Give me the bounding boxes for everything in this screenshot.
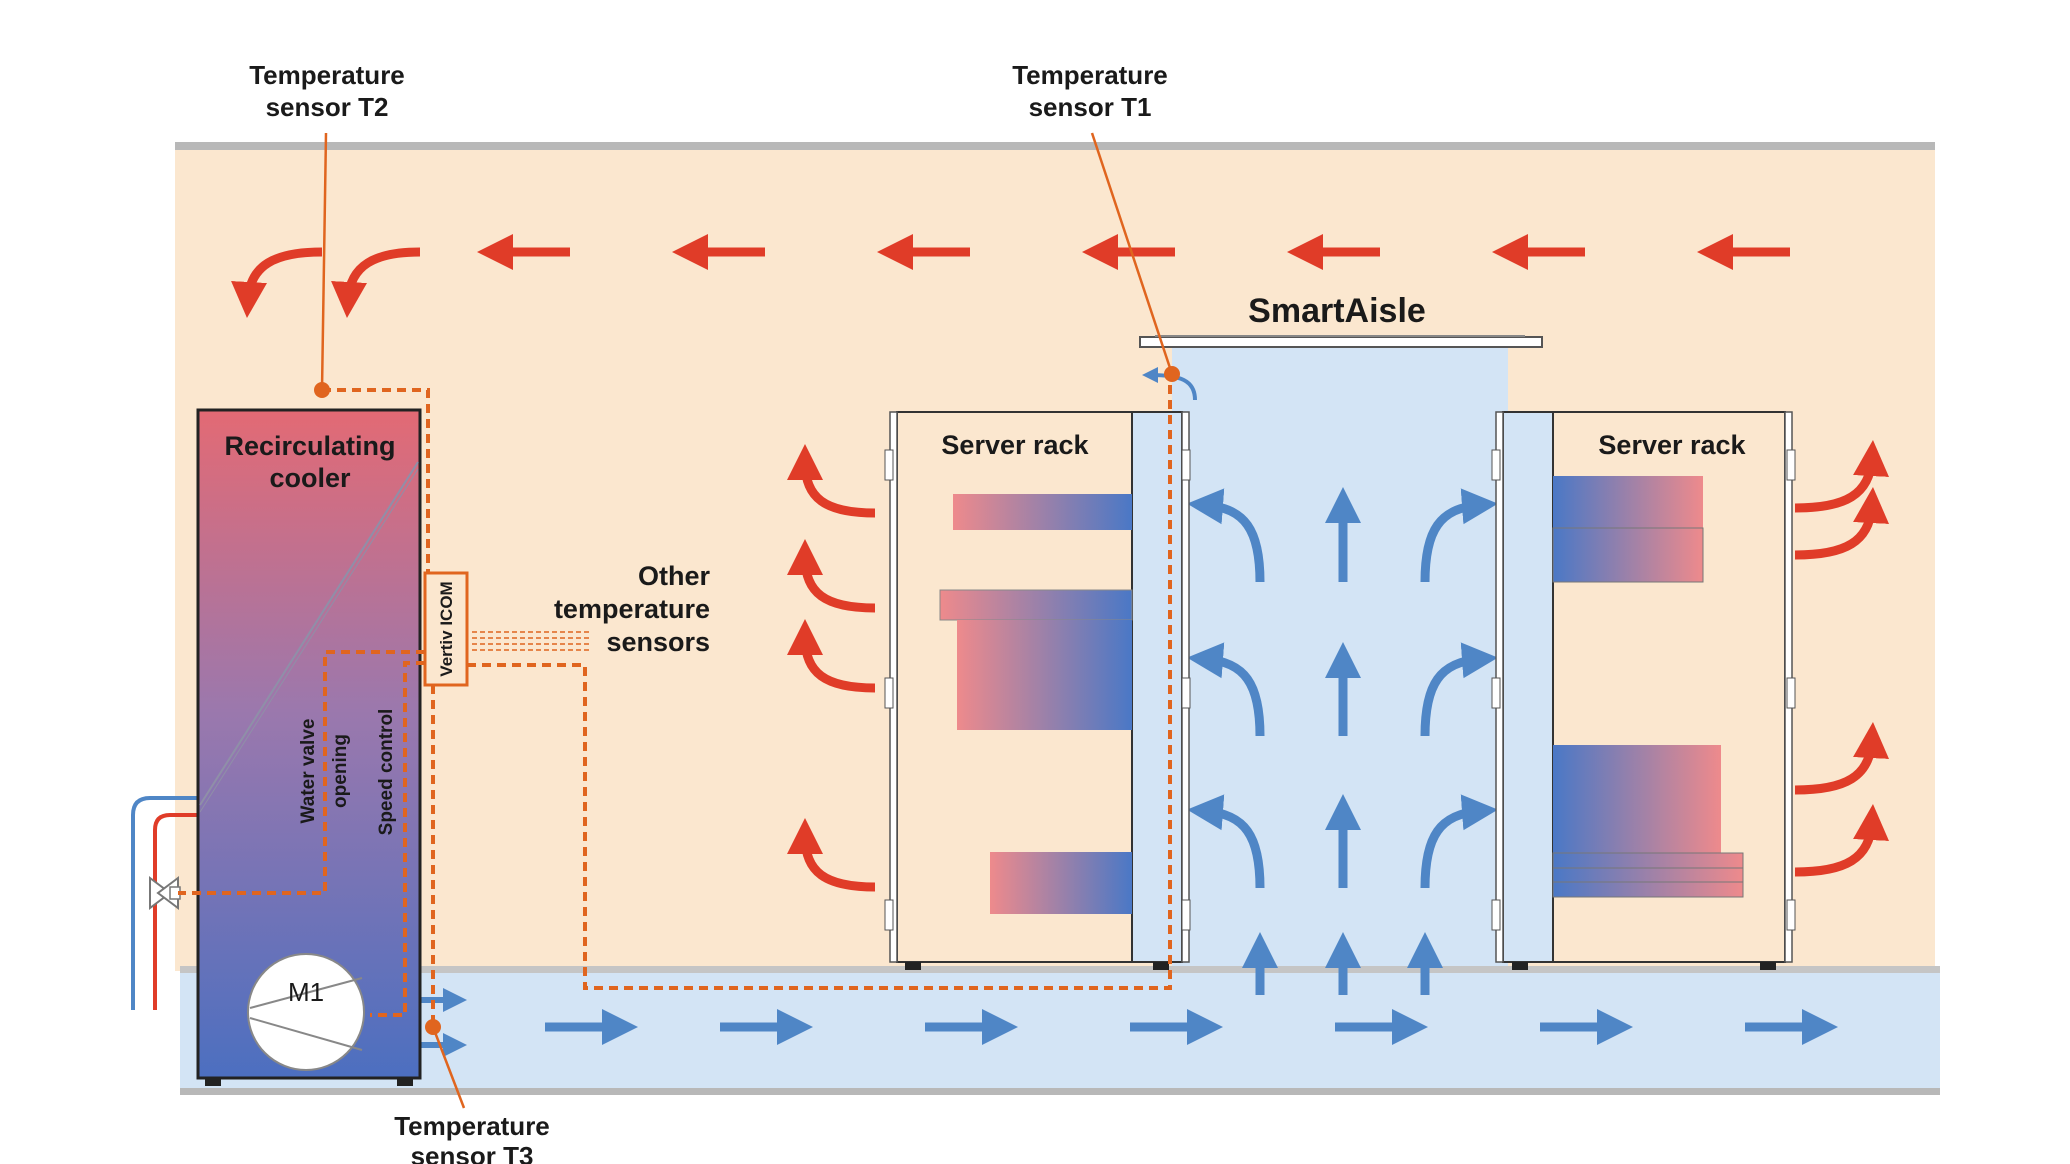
- t2-leader-line: [320, 132, 328, 391]
- hot-curve-arrow: [1794, 440, 1889, 513]
- hot-curve-arrow: [231, 247, 323, 318]
- smartaisle-roof: [1139, 336, 1543, 348]
- ceiling-line: [175, 142, 1935, 150]
- water-valve-icon: [149, 876, 181, 910]
- cold-curve-arrow: [1187, 642, 1265, 737]
- t1-signal-line: [467, 375, 1172, 990]
- floor-top-line: [180, 966, 1940, 973]
- water-valve-label-line1: Water valve: [298, 719, 319, 824]
- server-blade: [990, 852, 1132, 914]
- motor-label: M1: [288, 977, 324, 1007]
- server-blade: [957, 620, 1132, 730]
- temperature-sensor-t2: [314, 382, 330, 398]
- fan-motor-m1: [247, 953, 365, 1071]
- hot-curve-arrow: [1794, 804, 1889, 877]
- other-sensors-label-line2: temperature: [554, 594, 710, 624]
- cold-aisle-arrows: [1187, 487, 1498, 995]
- t3-label-line1: Temperature: [394, 1111, 550, 1141]
- cold-curve-arrow: [1420, 488, 1498, 583]
- server-blade: [1553, 476, 1703, 528]
- t2-signal-line: [322, 388, 430, 573]
- server-rack-left: [884, 411, 1191, 970]
- t1-leader-line: [1090, 132, 1174, 375]
- right-rack-hot-exhaust: [1794, 440, 1889, 877]
- chilled-water-supply-pipe: [131, 796, 200, 1010]
- t3-leader-line: [431, 1026, 466, 1109]
- small-bypass-arrow: [1142, 367, 1197, 401]
- cooler-label-line1: Recirculating: [224, 431, 395, 461]
- rack-right-label: Server rack: [1598, 430, 1746, 460]
- water-valve-label-line2: opening: [330, 734, 351, 808]
- cold-curve-arrow: [1420, 642, 1498, 737]
- water-pipes: [131, 796, 200, 1010]
- server-blade: [953, 494, 1132, 530]
- floor-bottom-line: [180, 1088, 1940, 1095]
- server-blade: [1552, 527, 1704, 583]
- cold-curve-arrow: [1420, 794, 1498, 889]
- speed-signal-line: [370, 661, 425, 1017]
- hot-curve-arrow: [1794, 722, 1889, 795]
- cold-curve-arrow: [1187, 794, 1265, 889]
- t2-label-line1: Temperature: [249, 60, 405, 90]
- valve-signal-line: [178, 650, 425, 895]
- hot-curve-arrow: [331, 247, 421, 318]
- other-sensor-wires: [472, 631, 590, 651]
- cooler-label-line2: cooler: [269, 463, 351, 493]
- smartaisle-label: SmartAisle: [1248, 292, 1426, 330]
- t3-label-line2: sensor T3: [411, 1141, 534, 1164]
- cold-curve-arrow: [1187, 488, 1265, 583]
- hot-curve-arrow: [787, 619, 876, 693]
- vertiv-icom-label: Vertiv ICOM: [437, 581, 456, 676]
- vertiv-icom-controller: [423, 571, 469, 687]
- temperature-sensor-t1: [1164, 366, 1180, 382]
- server-blade: [1553, 745, 1721, 853]
- rack-left-label: Server rack: [941, 430, 1089, 460]
- t1-label-line1: Temperature: [1012, 60, 1168, 90]
- hot-curve-arrow: [787, 539, 876, 613]
- server-blade: [1552, 852, 1744, 898]
- server-rack-right: [1491, 411, 1796, 970]
- server-blade: [939, 589, 1133, 621]
- left-rack-hot-exhaust: [787, 444, 876, 892]
- speed-control-label: Speed control: [376, 709, 397, 836]
- hot-curve-arrow: [787, 818, 876, 892]
- ceiling-return-arrows: [231, 234, 1790, 318]
- t1-label-line2: sensor T1: [1029, 92, 1152, 122]
- hot-curve-arrow: [1794, 487, 1889, 560]
- chilled-water-return-pipe: [153, 813, 200, 1010]
- other-sensors-label-line3: sensors: [606, 627, 710, 657]
- t2-label-line2: sensor T2: [266, 92, 389, 122]
- signal-wiring: [178, 375, 1172, 1025]
- raised-floor-plenum: [180, 972, 1940, 1090]
- temperature-sensor-t3: [425, 1019, 441, 1035]
- hot-curve-arrow: [787, 444, 876, 518]
- other-sensors-label-line1: Other: [638, 561, 711, 591]
